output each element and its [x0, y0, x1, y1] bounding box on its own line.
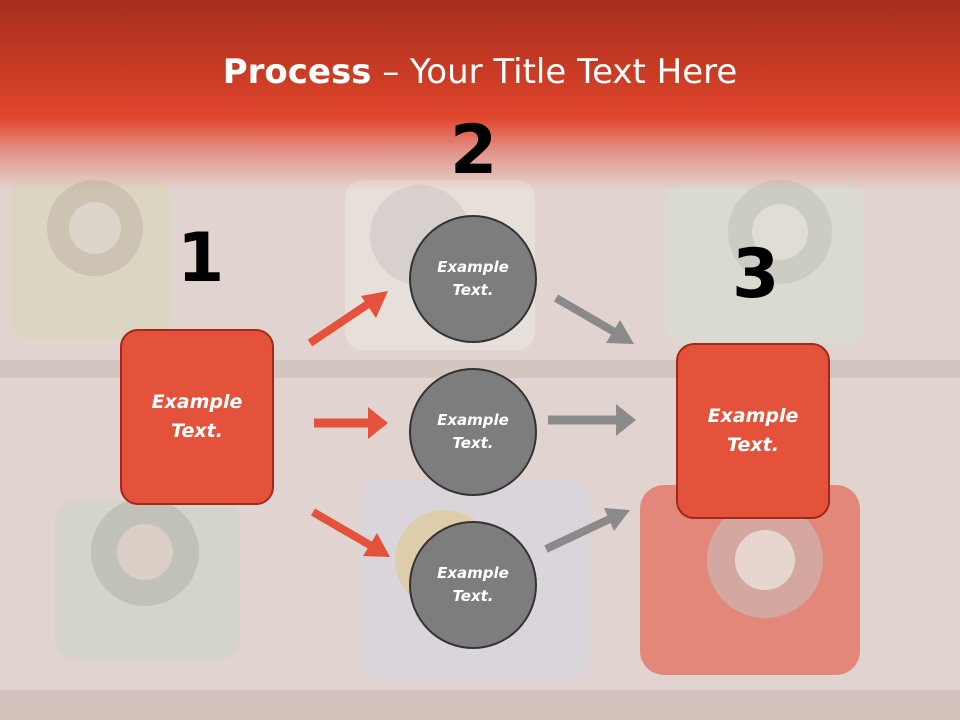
- left-box-text: Example Text.: [151, 391, 243, 442]
- circle-step-middle[interactable]: Example Text.: [409, 368, 537, 496]
- circle-step-bottom[interactable]: Example Text.: [409, 521, 537, 649]
- step-number-1: 1: [177, 219, 225, 298]
- circle-step-top[interactable]: Example Text.: [409, 215, 537, 343]
- circle-bottom-text: Example Text.: [437, 564, 509, 605]
- title-band: [0, 0, 960, 190]
- title-rest: – Your Title Text Here: [371, 52, 738, 92]
- step-number-2: 2: [450, 111, 498, 190]
- slide-title[interactable]: Process – Your Title Text Here: [0, 52, 960, 92]
- red-arrow-down-icon: [310, 508, 390, 557]
- step-number-3: 3: [732, 235, 780, 314]
- red-arrow-up-icon: [307, 291, 388, 347]
- red-arrow-right-icon: [314, 407, 388, 439]
- title-bold: Process: [222, 52, 372, 92]
- right-box-text: Example Text.: [707, 405, 799, 456]
- left-process-box[interactable]: Example Text.: [120, 329, 274, 505]
- gray-arrow-right-icon: [548, 404, 636, 436]
- right-process-box[interactable]: Example Text.: [676, 343, 830, 519]
- gray-arrow-down-icon: [553, 294, 634, 344]
- gray-arrow-up-icon: [544, 508, 630, 553]
- circle-middle-text: Example Text.: [437, 411, 509, 452]
- circle-top-text: Example Text.: [437, 258, 509, 299]
